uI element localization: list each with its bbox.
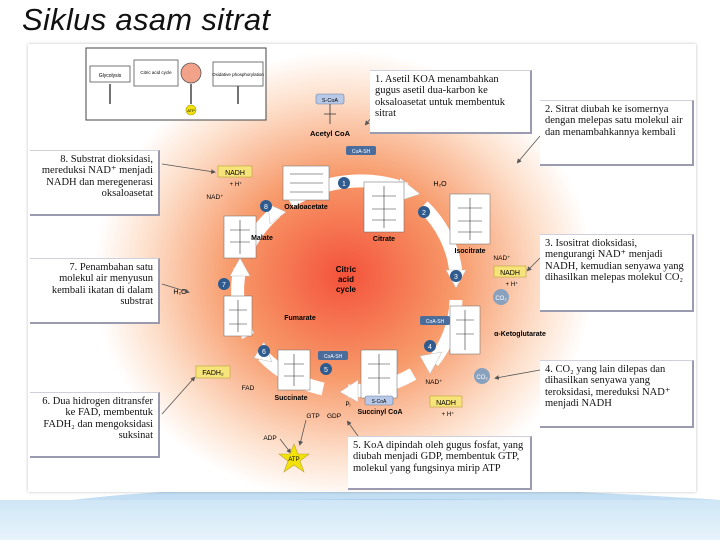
acetyl-coa-structure: S-CoA Acetyl CoA CoA-SH [310,93,376,155]
malate-label: Malate [251,235,273,242]
step4-h-plus-label: + H⁺ [442,411,455,418]
step4-co2-label: CO₂ [476,375,488,381]
overview-inset: Glycolysis Citric acid cycle Oxidative p… [85,47,267,121]
alpha-ketoglutarate-label: α-Ketoglutarate [494,331,546,338]
step3-nadh-label: NADH [500,270,520,277]
step-8-marker: 8 [264,204,268,211]
step5-gtp: GTP GDP Pᵢ ADP ATP [263,402,351,473]
step-2-marker: 2 [422,210,426,217]
step5-gdp-label: GDP [327,413,341,420]
step-7-marker: 7 [222,282,226,289]
note-step-6: 6. Dua hidrogen ditransfer ke FAD, membe… [30,392,160,458]
succinate-label: Succinate [274,395,307,402]
step-3-marker: 3 [454,274,458,281]
overview-atp-star-icon [185,104,197,116]
overview-glycolysis-label: Glycolysis [99,73,122,79]
alpha-ketoglutarate-structure: α-Ketoglutarate CoA-SH [420,305,546,355]
step4-co2-icon [474,368,490,384]
overview-atp-label: ATP [187,108,195,113]
step5-gtp-label: GTP [306,413,319,420]
malate-structure: Malate H₂O [173,215,273,296]
isocitrate-structure: Isocitrate H₂O [433,181,491,255]
fumarate-label: Fumarate [284,315,316,322]
step-markers: 1 2 3 4 5 6 7 8 [218,177,462,375]
step5-atp-label: ATP [288,457,299,463]
citrate-label: Citrate [373,236,395,243]
note-step-5: 5. KoA dipindah oleh gugus fosfat, yang … [348,436,532,490]
citric-acid-cycle-figure: Glycolysis Citric acid cycle Oxidative p… [28,44,696,501]
step3-nadh: NAD⁺ NADH + H⁺ CO₂ [493,255,527,305]
step3-co2-icon [493,289,509,305]
acetyl-coa-s-coa-tag: S-CoA [322,98,339,104]
step4-nadh-label: NADH [436,400,456,407]
coa-sh-tag-3: CoA-SH [324,354,343,360]
step6-fadh2-label: FADH₂ [202,370,224,377]
succinyl-coa-s-coa-tag: S-CoA [372,399,387,405]
step2-h2o-label: H₂O [433,181,447,188]
atp-star-icon [278,443,310,473]
center-label-line-2: acid [338,275,354,284]
step-1-marker: 1 [342,181,346,188]
step3-h-plus-label: + H⁺ [506,281,519,288]
cycle-glow [94,51,594,501]
step5-adp-label: ADP [263,435,276,442]
note-step-1: 1. Asetil KOA menambahkan gugus asetil d… [370,70,532,134]
step4-nad-label: NAD⁺ [425,379,443,386]
step7-h2o-label: H₂O [173,289,187,296]
note-step-4: 4. CO₂ yang lain dilepas dan dihasilkan … [540,360,694,428]
isocitrate-label: Isocitrate [454,248,485,255]
note-step-2: 2. Sitrat diubah ke isomernya dengan mel… [540,100,694,166]
step-4-marker: 4 [428,344,432,351]
overview-oxphos-label: Oxidative phosphorylation [212,72,264,77]
step3-nad-label: NAD⁺ [493,255,511,262]
step8-h-plus-label: + H⁺ [230,181,243,188]
center-label-line-1: Citric [336,265,357,274]
citrate-structure: Citrate [363,181,405,243]
succinate-structure: Succinate CoA-SH [274,349,348,402]
succinyl-coa-structure: S-CoA Succinyl CoA [357,349,403,416]
step8-nadh-label: NADH [225,170,245,177]
step-6-marker: 6 [262,349,266,356]
coa-sh-tag-2: CoA-SH [426,319,445,325]
fumarate-structure: Fumarate [223,295,316,337]
overview-cycle-label: Citric acid cycle [140,70,172,75]
note-step-8: 8. Substrat dioksidasi, mereduksi NAD⁺ m… [30,150,160,216]
slide-title: Siklus asam sitrat [22,2,271,37]
oxaloacetate-label: Oxaloacetate [284,204,328,211]
step8-nad-label: NAD⁺ [206,194,224,201]
acetyl-coa-label: Acetyl CoA [310,129,351,138]
coa-sh-tag-1: CoA-SH [352,149,371,155]
step6-fadh2: FADH₂ FAD [195,365,255,392]
note-step-7: 7. Penambahan satu molekul air menyusun … [30,258,160,324]
step6-fad-label: FAD [242,385,255,392]
step4-nadh: NAD⁺ CO₂ NADH + H⁺ [425,368,490,418]
cycle-diagram: Glycolysis Citric acid cycle Oxidative p… [85,47,594,501]
succinyl-coa-label: Succinyl CoA [357,409,402,416]
step3-co2-label: CO₂ [495,296,507,302]
step8-nadh: NADH + H⁺ NAD⁺ [206,165,253,201]
step-5-marker: 5 [324,367,328,374]
center-label-line-3: cycle [336,285,357,294]
note-step-3: 3. Isositrat dioksidasi, mengurangi NAD⁺… [540,234,694,312]
step5-pi-label: Pᵢ [346,402,351,408]
bottom-band [0,500,720,540]
oxaloacetate-structure: Oxaloacetate [282,165,330,211]
